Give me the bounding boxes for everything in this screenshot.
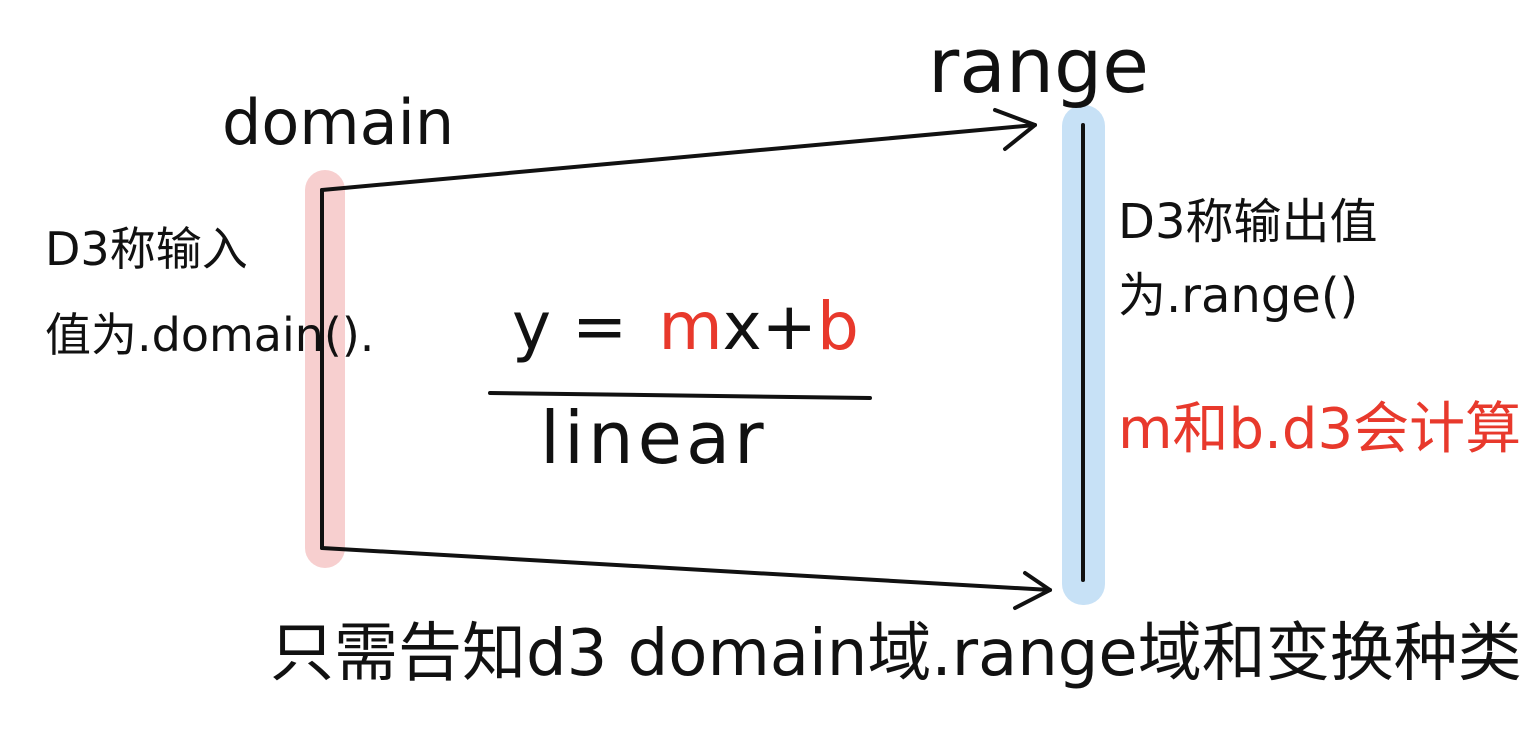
domain-note-line-1: D3称输入	[45, 222, 248, 276]
equation-divider	[488, 391, 872, 400]
range-label: range	[928, 21, 1149, 110]
linear-label: linear	[540, 396, 768, 480]
bottom-mapping-arrow	[320, 546, 1052, 592]
equation-intercept-b: b	[816, 288, 859, 365]
bottom-arrowhead	[1013, 571, 1052, 610]
range-note-line-2: 为.range()	[1118, 268, 1359, 324]
domain-label: domain	[222, 86, 455, 159]
equation-y-equals: y =	[512, 288, 628, 365]
top-arrowhead	[993, 108, 1037, 151]
summary-note: 只需告知d3 domain域.range域和变换种类	[270, 617, 1522, 691]
computed-params-note: m和b.d3会计算	[1118, 397, 1522, 462]
linear-equation: y = mx+b	[512, 294, 859, 360]
range-note-line-1: D3称输出值	[1118, 194, 1378, 250]
domain-note-line-2: 值为.domain().	[45, 308, 375, 362]
top-mapping-arrow	[320, 123, 1037, 192]
equation-x-plus: x+	[722, 288, 817, 365]
domain-highlight	[305, 170, 345, 568]
equation-slope-m: m	[658, 288, 723, 365]
